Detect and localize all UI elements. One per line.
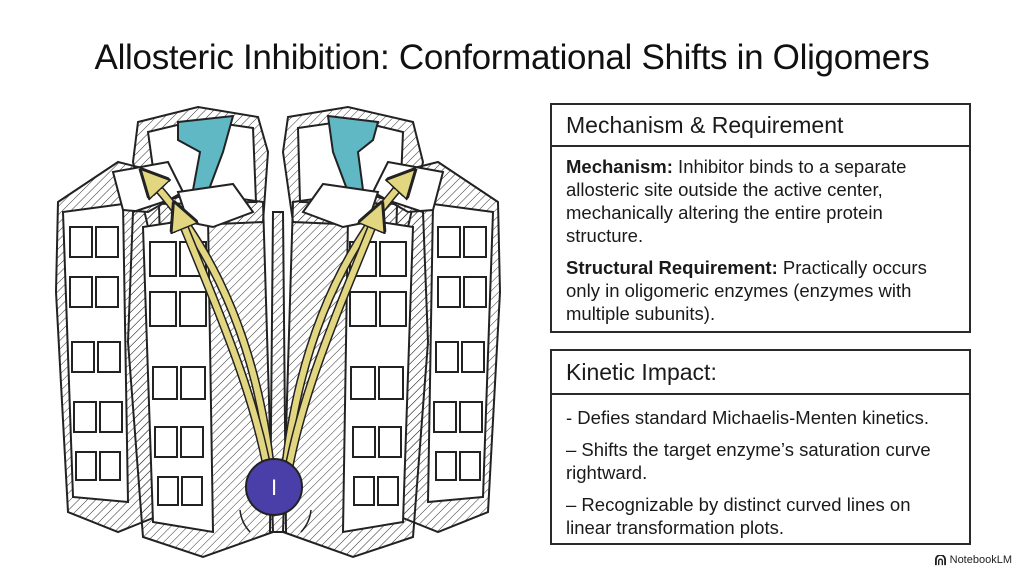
- kinetic-heading: Kinetic Impact:: [552, 351, 969, 395]
- oligomer-illustration: I: [28, 92, 528, 562]
- brand-name: NotebookLM: [950, 554, 1012, 566]
- notebooklm-logo-icon: [935, 555, 946, 566]
- kinetic-item: - Defies standard Michaelis-Menten kinet…: [566, 406, 955, 429]
- page-title: Allosteric Inhibition: Conformational Sh…: [0, 38, 1024, 78]
- mechanism-item: Mechanism: Inhibitor binds to a separate…: [566, 155, 955, 247]
- inhibitor-label: I: [271, 475, 277, 500]
- structural-requirement-item: Structural Requirement: Practically occu…: [566, 256, 955, 325]
- mechanism-heading: Mechanism & Requirement: [552, 105, 969, 147]
- kinetic-item: – Shifts the target enzyme’s saturation …: [566, 438, 955, 484]
- kinetic-item: – Recognizable by distinct curved lines …: [566, 493, 955, 539]
- kinetic-panel: Kinetic Impact: - Defies standard Michae…: [550, 349, 971, 545]
- brand-watermark: NotebookLM: [935, 554, 1012, 566]
- mechanism-panel: Mechanism & Requirement Mechanism: Inhib…: [550, 103, 971, 333]
